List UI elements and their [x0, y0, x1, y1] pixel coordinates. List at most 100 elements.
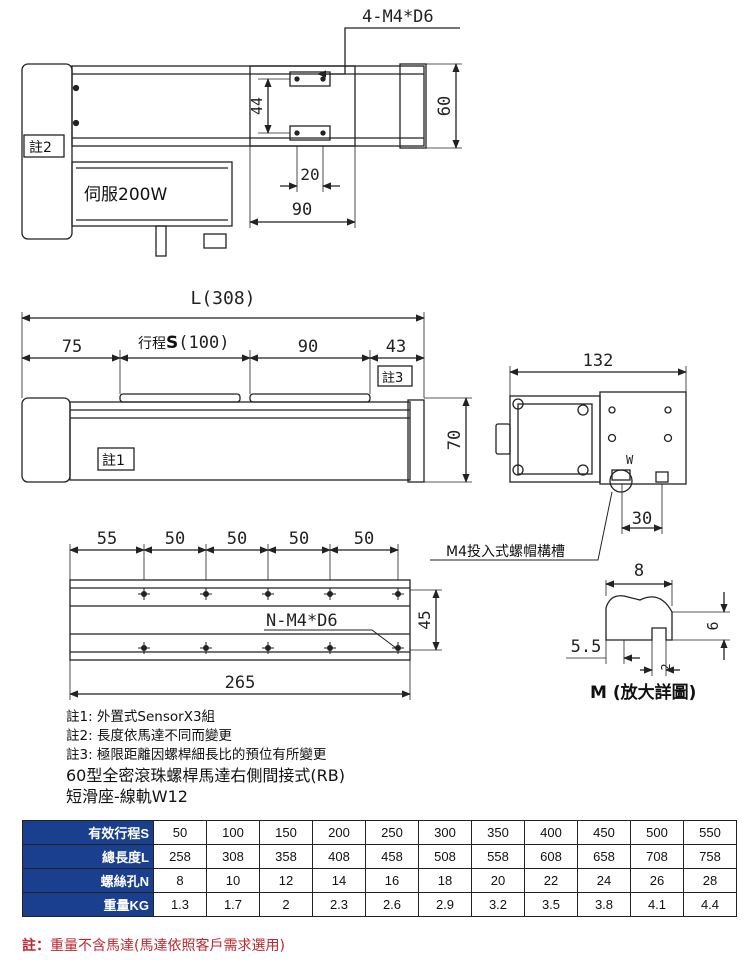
side-view	[21, 312, 472, 483]
table-cell: 150	[259, 820, 313, 845]
table-cell: 10	[206, 868, 260, 893]
table-cell: 400	[524, 820, 578, 845]
table-cell: 550	[683, 820, 737, 845]
note1-tag: 註1	[102, 453, 125, 469]
table-cell: 100	[206, 820, 260, 845]
table-cell: 2	[259, 892, 313, 917]
table-cell: 18	[418, 868, 472, 893]
note-1: 註1: 外置式SensorX3組	[66, 709, 216, 725]
detail-m	[566, 580, 730, 676]
bottom-view	[69, 544, 442, 700]
table-cell: 500	[630, 820, 684, 845]
pitch-0: 55	[97, 529, 117, 549]
table-cell: 658	[577, 844, 631, 869]
note1-box	[97, 447, 135, 471]
dim-44: 44	[248, 97, 266, 115]
table-cell: 350	[471, 820, 525, 845]
table-cell: 708	[630, 844, 684, 869]
stroke-label: 行程S(100)	[138, 333, 229, 353]
side-carriage-left	[119, 393, 241, 403]
table-cell: 1.3	[153, 892, 207, 917]
model-title: 60型全密滾珠螺桿馬達右側間接式(RB)	[66, 766, 345, 785]
table-cell: 8	[153, 868, 207, 893]
top-hole-spec: 4-M4*D6	[362, 7, 434, 27]
table-cell: 450	[577, 820, 631, 845]
table-cell: 608	[524, 844, 578, 869]
dim-45: 45	[415, 610, 434, 629]
footer-prefix: 註：	[22, 938, 50, 954]
note2-box	[23, 134, 65, 158]
table-cell: 358	[259, 844, 313, 869]
dim-70: 70	[445, 430, 465, 450]
dim-90-side: 90	[298, 337, 318, 357]
pitch-3: 50	[289, 529, 309, 549]
notes-block: 註1: 外置式SensorX3組 註2: 長度依馬達不同而變更 註3: 極限距離…	[66, 708, 345, 807]
end-view	[430, 366, 687, 561]
tslot-profile	[605, 595, 673, 641]
table-cell: 2.3	[312, 892, 366, 917]
table-cell: 20	[471, 868, 525, 893]
table-cell: 408	[312, 844, 366, 869]
table-cell: 24	[577, 868, 631, 893]
table-cell: 458	[365, 844, 419, 869]
table-cell: 3.8	[577, 892, 631, 917]
table-cell: 4.4	[683, 892, 737, 917]
detail-title: M (放大詳圖)	[590, 682, 696, 703]
note3-box	[377, 365, 413, 387]
note2-tag: 註2	[29, 140, 52, 156]
row-header: 重量KG	[22, 892, 154, 917]
side-carriage-right	[249, 393, 371, 403]
note3-tag: 註3	[382, 371, 403, 386]
table-cell: 3.5	[524, 892, 578, 917]
dim-265: 265	[225, 673, 256, 693]
dim-90-top: 90	[292, 200, 312, 220]
table-cell: 2.6	[365, 892, 419, 917]
side-rail-body	[69, 401, 411, 481]
model-subtitle: 短滑座-線軌W12	[66, 787, 188, 806]
footer-text: 重量不含馬達(馬達依照客戶需求選用)	[50, 938, 285, 954]
technical-drawing: 4-M4*D6 44 60 20 90 註2 伺服200W L(308) 75 …	[21, 7, 730, 703]
rail-body-top	[71, 65, 425, 147]
dim-132: 132	[583, 351, 614, 371]
table-cell: 14	[312, 868, 366, 893]
slot-label: M4投入式螺帽構槽	[446, 544, 565, 560]
dim-20: 20	[300, 165, 319, 184]
table-cell: 16	[365, 868, 419, 893]
bottom-rail-body	[69, 579, 411, 661]
dim-75: 75	[62, 337, 82, 357]
dim-6: 6	[704, 621, 722, 630]
footer-note: 註：重量不含馬達(馬達依照客戶需求選用)	[22, 935, 285, 955]
table-cell: 22	[524, 868, 578, 893]
dim-30: 30	[632, 509, 652, 529]
motor-label: 伺服200W	[84, 185, 167, 205]
w-label: W	[626, 453, 634, 467]
table-cell: 12	[259, 868, 313, 893]
note-3: 註3: 極限距離因螺桿細長比的預位有所變更	[66, 747, 327, 763]
table-cell: 308	[206, 844, 260, 869]
dim-43: 43	[386, 337, 406, 357]
table-cell: 28	[683, 868, 737, 893]
carriage-top	[249, 65, 356, 147]
row-header: 螺絲孔N	[22, 868, 154, 893]
table-cell: 3.2	[471, 892, 525, 917]
table-cell: 50	[153, 820, 207, 845]
motor-end-cap	[21, 63, 73, 240]
table-cell: 1.7	[206, 892, 260, 917]
dim-60: 60	[435, 96, 455, 116]
end-rail-profile	[599, 391, 687, 485]
row-header: 總長度L	[22, 844, 154, 869]
table-cell: 758	[683, 844, 737, 869]
dim-5-5: 5.5	[571, 637, 602, 657]
servo-motor-body	[71, 161, 233, 227]
table-cell: 300	[418, 820, 472, 845]
table-cell: 508	[418, 844, 472, 869]
side-end-cap	[21, 397, 71, 483]
pitch-2: 50	[227, 529, 247, 549]
table-cell: 4.1	[630, 892, 684, 917]
top-view	[21, 27, 462, 257]
table-cell: 258	[153, 844, 207, 869]
